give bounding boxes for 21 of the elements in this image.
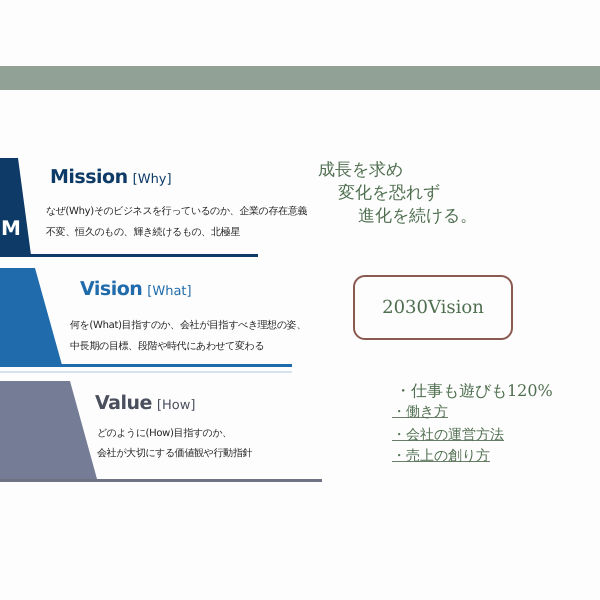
band-subtitle: [What] (147, 284, 192, 299)
band-title: Value (95, 392, 152, 414)
band-title: Vision (80, 278, 142, 300)
link-text: ・働き方 (392, 403, 448, 421)
description-text: どのように(How)目指すのか、 (97, 426, 232, 440)
band-subtitle: [Why] (132, 172, 172, 187)
description-text: 中長期の目標、段階や時代にあわせて変わる (70, 340, 264, 353)
bullet-text: ・仕事も遊びも120% (395, 381, 553, 402)
band-title: Mission (50, 166, 128, 188)
description-text: 会社が大切にする価値観や行動指針 (97, 446, 252, 460)
description-text: なぜ(Why)そのビジネスを行っているのか、企業の存在意義 (46, 204, 308, 218)
description-text: 何を(What)目指すのか、会社が目指すべき理想の姿、 (70, 318, 306, 332)
vision-box: 2030Vision (353, 275, 513, 340)
band-letter: M (1, 216, 21, 240)
link-text: ・会社の運営方法 (392, 426, 504, 444)
slogan-text: 変化を恐れず (338, 182, 440, 204)
link-text: ・売上の創り方 (392, 447, 490, 465)
band-subtitle: [How] (156, 398, 196, 413)
slogan-text: 進化を続ける。 (358, 205, 477, 227)
description-text: 不変、恒久のもの、輝き続けるもの、北極星 (46, 226, 240, 239)
slogan-text: 成長を求め (318, 159, 403, 181)
